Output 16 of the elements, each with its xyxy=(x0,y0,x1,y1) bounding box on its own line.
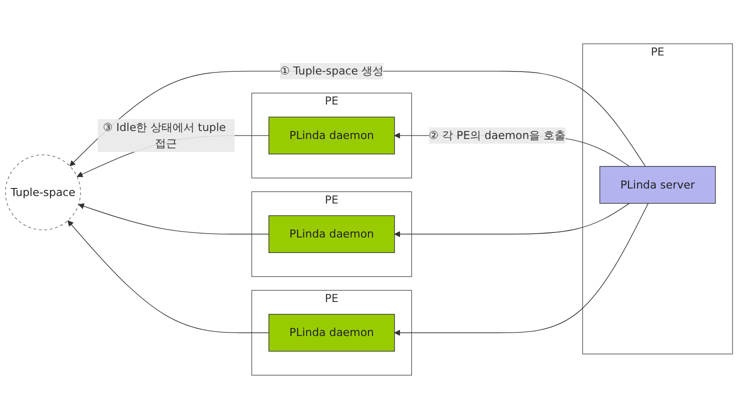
node-box xyxy=(268,215,395,253)
node-circle xyxy=(5,154,81,230)
edge-label: ③ Idle한 상태에서 tuple 접근 xyxy=(102,120,226,150)
arrow xyxy=(394,203,649,336)
cluster xyxy=(251,290,412,376)
arrow xyxy=(68,220,270,334)
arrow xyxy=(394,203,630,238)
cluster xyxy=(251,191,412,277)
cluster xyxy=(251,92,412,178)
edge-label: ① Tuple-space 생성 xyxy=(280,64,384,78)
node-box xyxy=(268,116,395,154)
node-box xyxy=(599,166,716,204)
arrow xyxy=(78,203,270,234)
node-box xyxy=(268,314,395,352)
edge-label: ② 각 PE의 daemon을 호출 xyxy=(428,128,566,142)
cluster xyxy=(582,43,733,354)
